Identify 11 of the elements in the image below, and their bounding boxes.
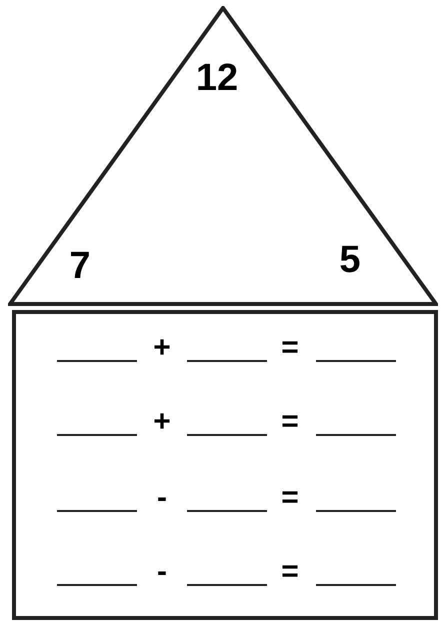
equals-sign: = [281,557,299,587]
equals-sign: = [281,483,299,513]
operator-sign: - [157,483,167,513]
equals-sign: = [281,407,299,437]
addend-number: 7 [69,246,91,286]
sum-number: 12 [196,58,238,98]
operator-sign: + [153,333,171,363]
operator-sign: + [153,407,171,437]
addend-number: 5 [339,240,361,280]
equals-sign: = [281,333,299,363]
operator-sign: - [157,557,167,587]
